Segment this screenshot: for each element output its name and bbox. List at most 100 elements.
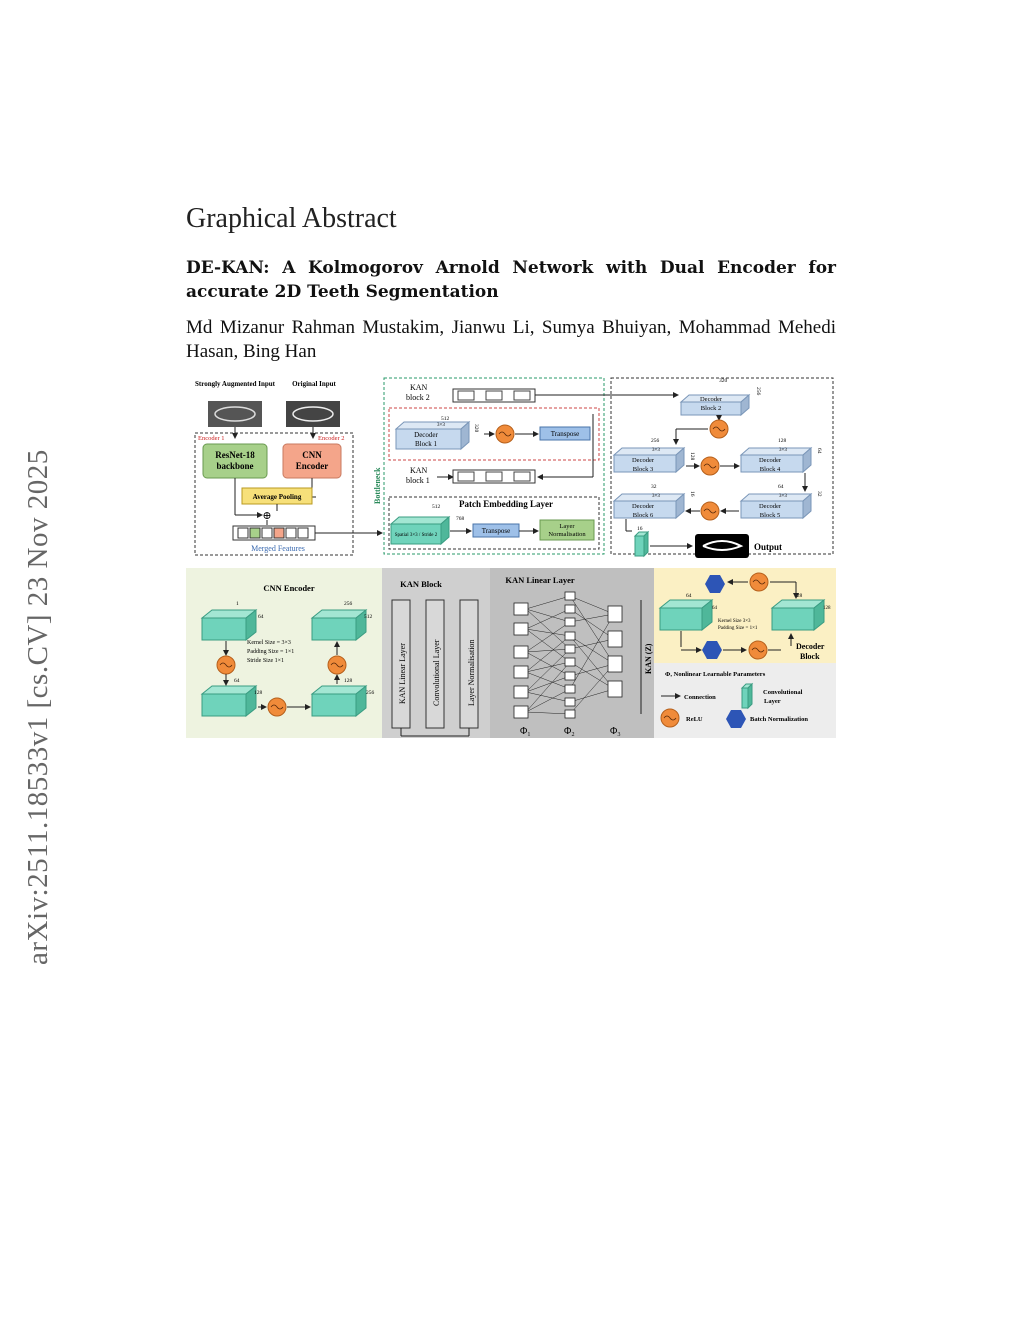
patch-embedding-title: Patch Embedding Layer xyxy=(459,499,553,509)
decoder-block4 xyxy=(739,446,813,474)
dec5-kernel: 3×3 xyxy=(779,494,787,499)
decoder-block1 xyxy=(394,420,471,451)
cnn-panel-title: CNN Encoder xyxy=(263,583,314,593)
kan-linear-layer-label: KAN Linear Layer xyxy=(398,643,407,704)
cnn-n8: 256 xyxy=(366,690,375,696)
decoder-block5 xyxy=(739,492,813,520)
cnn-n3: 256 xyxy=(344,601,353,607)
decoder-block6 xyxy=(612,492,686,520)
dec4-ch-out: 64 xyxy=(816,448,822,454)
legend-n64b: 64 xyxy=(712,606,718,611)
bottleneck-label: Bottleneck xyxy=(373,467,382,504)
phi2-label: Φ₂ xyxy=(564,726,575,737)
dec1-kernel: 3×3 xyxy=(437,423,445,428)
cnn-n2: 64 xyxy=(258,614,264,620)
final-conv-layer xyxy=(633,530,650,558)
cnn-padding-size: Padding Size = 1×1 xyxy=(247,649,294,655)
dec1-ch-out: 320 xyxy=(473,424,479,433)
encoder2-label: Encoder 2 xyxy=(318,435,345,442)
merged-features-bar xyxy=(232,525,316,541)
legend-n128: 128 xyxy=(794,593,803,599)
cnn-n5: 64 xyxy=(234,678,240,684)
kan-block-layers xyxy=(391,599,479,737)
legend-conv-icon xyxy=(740,682,754,710)
graphical-abstract-figure: Strongly Augmented Input Original Input … xyxy=(186,374,836,740)
decoder-block3 xyxy=(612,446,686,474)
legend-conv-left xyxy=(658,598,714,632)
cnn-n4: 512 xyxy=(364,614,373,620)
dec3-ch-out: 128 xyxy=(689,452,695,461)
patch-ch-in: 512 xyxy=(432,504,441,510)
arxiv-identifier: arXiv:2511.18533v1 [cs.CV] 23 Nov 2025 xyxy=(22,449,54,965)
layer-norm-label: Layer Normalisation xyxy=(467,640,476,706)
legend-n64: 64 xyxy=(686,593,692,599)
legend-relu: ReLU xyxy=(686,716,703,723)
dec2-ch-out: 256 xyxy=(755,387,761,396)
dec4-ch-in: 128 xyxy=(778,438,787,444)
input-images: Strongly Augmented Input Original Input xyxy=(195,380,340,439)
cnn-panel-conv1 xyxy=(200,608,258,642)
dec3-ch-in: 256 xyxy=(651,438,660,444)
legend-conv-right xyxy=(770,598,826,632)
final-conv-channels: 16 xyxy=(637,526,643,532)
output-mask-image xyxy=(695,534,749,558)
section-heading: Graphical Abstract xyxy=(186,203,397,234)
patch-embedding-conv xyxy=(389,515,451,546)
bottleneck-frame xyxy=(383,377,605,555)
cnn-panel-conv4 xyxy=(310,684,368,718)
merged-features-label: Merged Features xyxy=(251,544,305,553)
merge-plus-icon: ⊕ xyxy=(262,510,271,522)
dec6-kernel: 3×3 xyxy=(652,494,660,499)
batch-norm-icon xyxy=(726,710,746,728)
layer-normalisation-block xyxy=(539,519,595,541)
augmented-input-label: Strongly Augmented Input xyxy=(195,380,276,388)
dec6-ch-in: 32 xyxy=(651,484,657,490)
legend-kernel: Kernel Size 3×3 xyxy=(718,619,751,624)
cnn-stride-size: Stride Size 1×1 xyxy=(247,658,284,664)
kan-block1-cells xyxy=(452,469,536,484)
cnn-panel-conv2 xyxy=(310,608,368,642)
legend-phi: Φ, Nonlinear Learnable Parameters xyxy=(665,671,766,678)
cnn-panel-conv3 xyxy=(200,684,258,718)
bottleneck-inner-frame xyxy=(388,407,600,461)
dec1-ch-in: 512 xyxy=(441,416,450,422)
figure-canvas: Strongly Augmented Input Original Input … xyxy=(186,377,836,738)
kan-z-label: KAN (Z) xyxy=(644,643,653,674)
transpose1-block xyxy=(539,426,591,441)
dec3-kernel: 3×3 xyxy=(652,448,660,453)
legend-batch-norm: Batch Normalization xyxy=(750,716,808,723)
average-pooling-label: Average Pooling xyxy=(253,493,302,501)
kan-block2-cells xyxy=(452,388,536,403)
original-xray-image xyxy=(286,401,340,427)
dec4-kernel: 3×3 xyxy=(779,448,787,453)
batch-norm-icon xyxy=(702,641,722,659)
transpose2-label: Transpose xyxy=(482,527,511,535)
legend-padding: Padding Size = 1×1 xyxy=(718,626,758,631)
patch-ch-out: 768 xyxy=(456,516,465,522)
dec6-ch-out: 16 xyxy=(689,491,695,497)
cnn-kernel-size: Kernel Size = 3×3 xyxy=(247,640,291,646)
cnn-n1: 1 xyxy=(236,601,239,607)
cnn-n6: 128 xyxy=(254,690,263,696)
dec2-ch-in: 320 xyxy=(719,378,728,384)
kan-linear-nodes xyxy=(513,591,623,719)
patch-embedding-frame xyxy=(388,496,600,550)
cnn-n7: 128 xyxy=(344,678,353,684)
author-list: Md Mizanur Rahman Mustakim, Jianwu Li, S… xyxy=(186,317,836,362)
patch-conv-label: Spatial 3×3 / Stride 2 xyxy=(395,533,438,538)
decoder-frame xyxy=(610,377,834,555)
encoder1-label: Encoder 1 xyxy=(198,435,225,442)
augmented-xray-image xyxy=(208,401,262,427)
decoder-block2 xyxy=(679,393,751,417)
kan-block-panel-title: KAN Block xyxy=(400,579,442,589)
